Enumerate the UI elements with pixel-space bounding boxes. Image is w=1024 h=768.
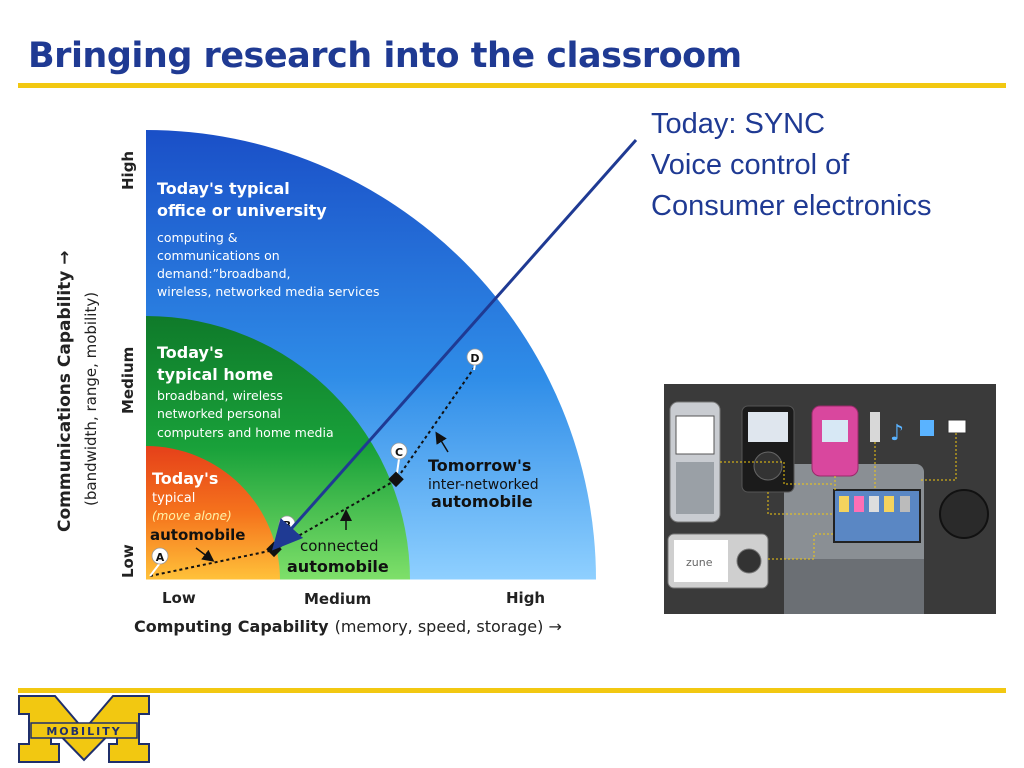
- car-note: (move alone): [152, 509, 232, 523]
- car-pointer: [195, 547, 215, 562]
- office-body-1: computing &: [157, 230, 238, 245]
- y-tick-high: High: [119, 151, 137, 190]
- home-body-3: computers and home media: [157, 425, 334, 440]
- consumer-electronics-photo: ♪ zune: [664, 384, 996, 614]
- mobility-logo: MOBILITY: [18, 695, 150, 763]
- tomorrow-pointer: [435, 431, 449, 453]
- y-axis-subtitle: (bandwidth, range, mobility): [82, 292, 100, 506]
- bottom-divider: [18, 688, 1006, 693]
- phone-handset-icon: [920, 420, 934, 436]
- car-sub: typical: [152, 491, 195, 506]
- tomorrow-label-3: automobile: [431, 492, 533, 511]
- tomorrow-label-2: inter-networked: [428, 477, 539, 493]
- x-tick-medium: Medium: [304, 590, 371, 608]
- connected-label-2: automobile: [287, 557, 389, 576]
- point-a: A: [149, 547, 169, 577]
- office-heading-1: Today's typical: [157, 179, 290, 198]
- home-body-1: broadband, wireless: [157, 388, 283, 403]
- device-connections: [720, 461, 834, 485]
- sync-arrow: [272, 139, 638, 551]
- home-heading-1: Today's: [157, 343, 223, 362]
- usb-drive-icon: [870, 412, 880, 442]
- top-divider: [18, 83, 1006, 88]
- logo-text: MOBILITY: [46, 725, 121, 738]
- slide-title: Bringing research into the classroom: [28, 36, 742, 76]
- point-c-label: C: [395, 446, 403, 459]
- photo-illustration: ♪ zune: [664, 384, 996, 614]
- block-m-shape: [18, 695, 150, 763]
- office-body-4: wireless, networked media services: [157, 284, 380, 299]
- car-heading: Today's: [152, 469, 218, 488]
- x-axis-title-main: Computing Capability: [134, 617, 329, 636]
- office-body-3: demand:”broadband,: [157, 266, 290, 281]
- y-tick-low: Low: [119, 544, 137, 578]
- sync-callout: Today: SYNC Voice control of Consumer el…: [651, 104, 931, 227]
- office-heading-2: office or university: [157, 201, 327, 220]
- point-d: D: [466, 348, 484, 371]
- callout-line-2: Voice control of: [651, 149, 850, 181]
- car-label: automobile: [150, 526, 245, 544]
- home-body-2: networked personal: [157, 406, 281, 421]
- x-tick-high: High: [506, 589, 545, 607]
- point-a-label: A: [156, 551, 165, 564]
- callout-line-1: Today: SYNC: [651, 108, 826, 140]
- connected-label-1: connected: [300, 537, 379, 555]
- y-axis-title: Communications Capability →: [55, 250, 75, 532]
- car-region: [146, 446, 280, 580]
- zune-screen-label: zune: [686, 556, 713, 569]
- x-axis-title-sub: (memory, speed, storage) →: [335, 617, 562, 636]
- x-axis-title: Computing Capability (memory, speed, stor…: [134, 617, 562, 636]
- home-heading-2: typical home: [157, 365, 273, 384]
- point-c: C: [388, 442, 408, 488]
- x-tick-low: Low: [162, 589, 196, 607]
- office-body-2: communications on: [157, 248, 280, 263]
- callout-line-3: Consumer electronics: [651, 190, 932, 222]
- point-d-label: D: [470, 352, 479, 365]
- email-envelope-icon: [947, 419, 967, 434]
- tomorrow-label-1: Tomorrow's: [428, 456, 531, 475]
- y-tick-medium: Medium: [119, 347, 137, 414]
- music-note-icon: ♪: [890, 421, 904, 446]
